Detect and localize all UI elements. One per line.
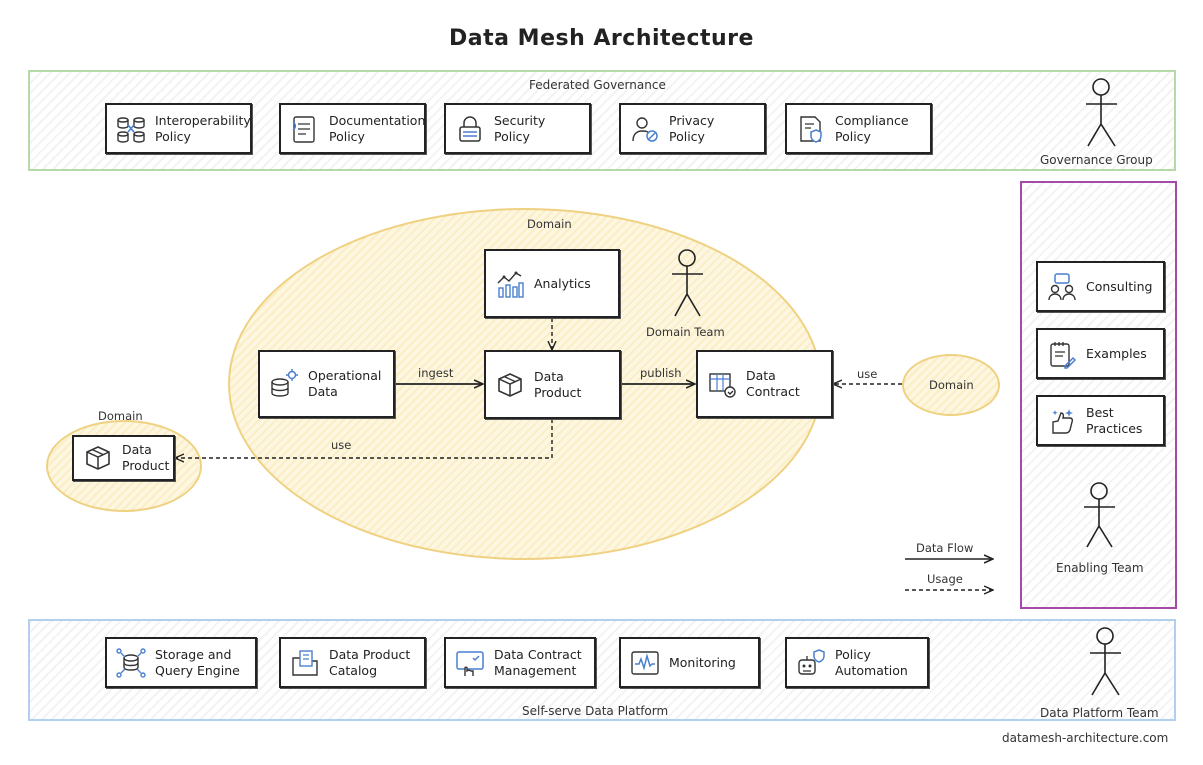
operational-data-label: Operational Data [308,368,382,399]
privacy-policy-label: Privacy Policy [669,112,715,144]
interoperability-policy-box[interactable]: Interoperability Policy [105,103,252,154]
data-contract-icon [706,368,738,400]
right-domain-ellipse [902,354,1000,416]
security-policy-box[interactable]: Security Policy [444,103,591,154]
best-practices-icon [1046,405,1078,437]
data-contract-management-label: Data Contract Management [494,646,582,678]
governance-group-person-icon [1086,78,1117,147]
operational-data-icon [268,368,300,400]
left-domain-use-arrow [176,419,553,458]
compliance-policy-label: Compliance Policy [835,112,909,144]
page-title: Data Mesh Architecture [449,26,754,51]
data-product-box[interactable]: Data Product [484,350,621,419]
security-icon [454,113,486,145]
interoperability-policy-label: Interoperability Policy [155,112,251,144]
enabling-team-person-icon [1084,482,1115,548]
operational-data-box[interactable]: Operational Data [258,350,395,418]
left-data-product-icon [82,442,114,474]
privacy-icon [629,113,661,145]
data-contract-box[interactable]: Data Contract [696,350,833,418]
documentation-icon [289,113,321,145]
contract-management-icon [454,647,486,679]
policy-automation-box[interactable]: Policy Automation [785,637,929,688]
data-platform-team-label: Data Platform Team [1040,706,1159,720]
analytics-label: Analytics [534,275,591,291]
catalog-icon [289,647,321,679]
footer-url[interactable]: datamesh-architecture.com [1002,731,1169,745]
legend-usage-label: Usage [927,572,963,586]
self-serve-platform-label: Self-serve Data Platform [522,704,669,718]
data-product-label: Data Product [534,368,582,400]
left-domain-label: Domain [98,409,143,423]
security-policy-label: Security Policy [494,112,546,144]
legend-data-flow-label: Data Flow [916,541,974,555]
analytics-box[interactable]: Analytics [484,249,620,318]
data-product-icon [494,369,526,401]
data-product-catalog-label: Data Product Catalog [329,646,411,678]
ingest-label: ingest [418,366,454,380]
documentation-policy-box[interactable]: Documentation Policy [279,103,426,154]
domain-team-label: Domain Team [646,325,725,339]
consulting-label: Consulting [1086,278,1153,294]
storage-icon [115,647,147,679]
examples-icon [1046,338,1078,370]
publish-label: publish [640,366,682,380]
consulting-box[interactable]: Consulting [1036,261,1165,312]
analytics-icon [494,268,526,300]
right-use-label: use [857,367,878,381]
interoperability-icon [115,113,147,145]
left-data-product-box[interactable]: Data Product [72,435,175,481]
data-product-catalog-box[interactable]: Data Product Catalog [279,637,426,688]
governance-group-label: Governance Group [1040,153,1153,167]
policy-automation-label: Policy Automation [835,646,908,678]
federated-governance-label: Federated Governance [529,78,666,92]
data-platform-team-person-icon [1090,627,1121,696]
right-domain-label: Domain [929,378,974,392]
examples-box[interactable]: Examples [1036,328,1165,379]
left-use-label: use [331,438,352,452]
consulting-icon [1046,271,1078,303]
monitoring-icon [629,647,661,679]
domain-team-person-icon [672,249,703,317]
storage-query-engine-box[interactable]: Storage and Query Engine [105,637,257,688]
compliance-policy-box[interactable]: Compliance Policy [785,103,932,154]
privacy-policy-box[interactable]: Privacy Policy [619,103,766,154]
storage-query-engine-label: Storage and Query Engine [155,646,240,678]
data-contract-management-box[interactable]: Data Contract Management [444,637,596,688]
documentation-policy-label: Documentation Policy [329,112,426,144]
compliance-icon [795,113,827,145]
best-practices-box[interactable]: Best Practices [1036,395,1165,446]
left-data-product-label: Data Product [122,442,170,473]
data-contract-label: Data Contract [746,368,800,399]
monitoring-box[interactable]: Monitoring [619,637,760,688]
automation-icon [795,647,827,679]
examples-label: Examples [1086,345,1147,361]
enabling-team-label: Enabling Team [1056,561,1144,575]
monitoring-label: Monitoring [669,654,736,670]
main-domain-label: Domain [527,217,572,231]
best-practices-label: Best Practices [1086,404,1143,436]
